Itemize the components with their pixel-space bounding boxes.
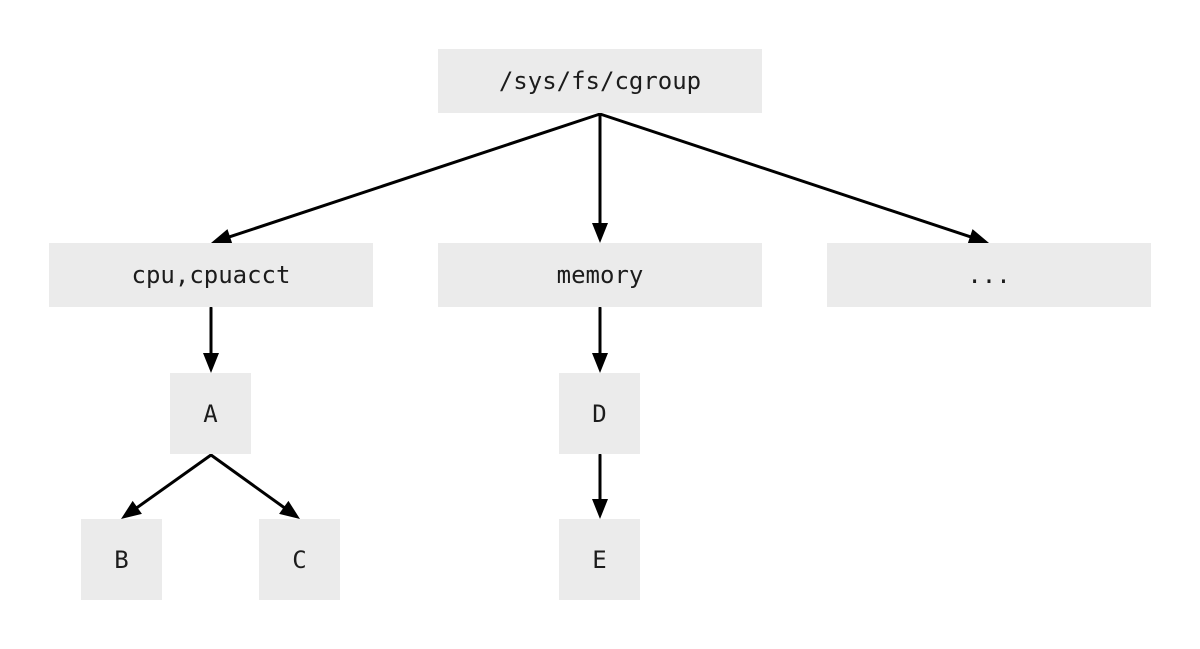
arrowhead-icon xyxy=(967,229,989,245)
node-memory-label: memory xyxy=(556,261,644,289)
edge-memory-to-d xyxy=(592,306,608,373)
arrowhead-icon xyxy=(592,353,608,373)
node-root-label: /sys/fs/cgroup xyxy=(498,67,702,95)
node-a-label: A xyxy=(203,399,218,428)
node-e: E xyxy=(559,519,640,600)
node-b: B xyxy=(81,519,162,600)
arrowhead-icon xyxy=(121,500,142,519)
edge-line xyxy=(598,112,974,239)
edge-line xyxy=(226,112,602,239)
arrowhead-icon xyxy=(592,499,608,519)
edge-cpu-to-a xyxy=(203,306,219,373)
node-memory: memory xyxy=(438,243,762,307)
node-b-label: B xyxy=(114,545,129,574)
edge-root-to-more xyxy=(598,112,989,245)
node-cpu-cpuacct: cpu,cpuacct xyxy=(49,243,373,307)
node-c-label: C xyxy=(292,545,307,574)
arrowhead-icon xyxy=(211,229,233,245)
arrowhead-icon xyxy=(279,500,300,519)
node-cpu-cpuacct-label: cpu,cpuacct xyxy=(131,261,291,289)
node-more-label: ... xyxy=(967,261,1011,289)
node-a: A xyxy=(170,373,251,454)
edge-d-to-e xyxy=(592,453,608,519)
edge-root-to-memory xyxy=(592,112,608,243)
arrowhead-icon xyxy=(592,223,608,243)
edge-root-to-cpu xyxy=(211,112,602,245)
node-c: C xyxy=(259,519,340,600)
edge-line xyxy=(209,453,287,510)
node-e-label: E xyxy=(592,545,607,574)
arrowhead-icon xyxy=(203,353,219,373)
edge-a-to-c xyxy=(209,453,300,519)
node-d-label: D xyxy=(592,399,607,428)
node-root: /sys/fs/cgroup xyxy=(438,49,762,113)
node-d: D xyxy=(559,373,640,454)
node-more: ... xyxy=(827,243,1151,307)
edge-line xyxy=(134,453,213,511)
edge-a-to-b xyxy=(121,453,213,519)
